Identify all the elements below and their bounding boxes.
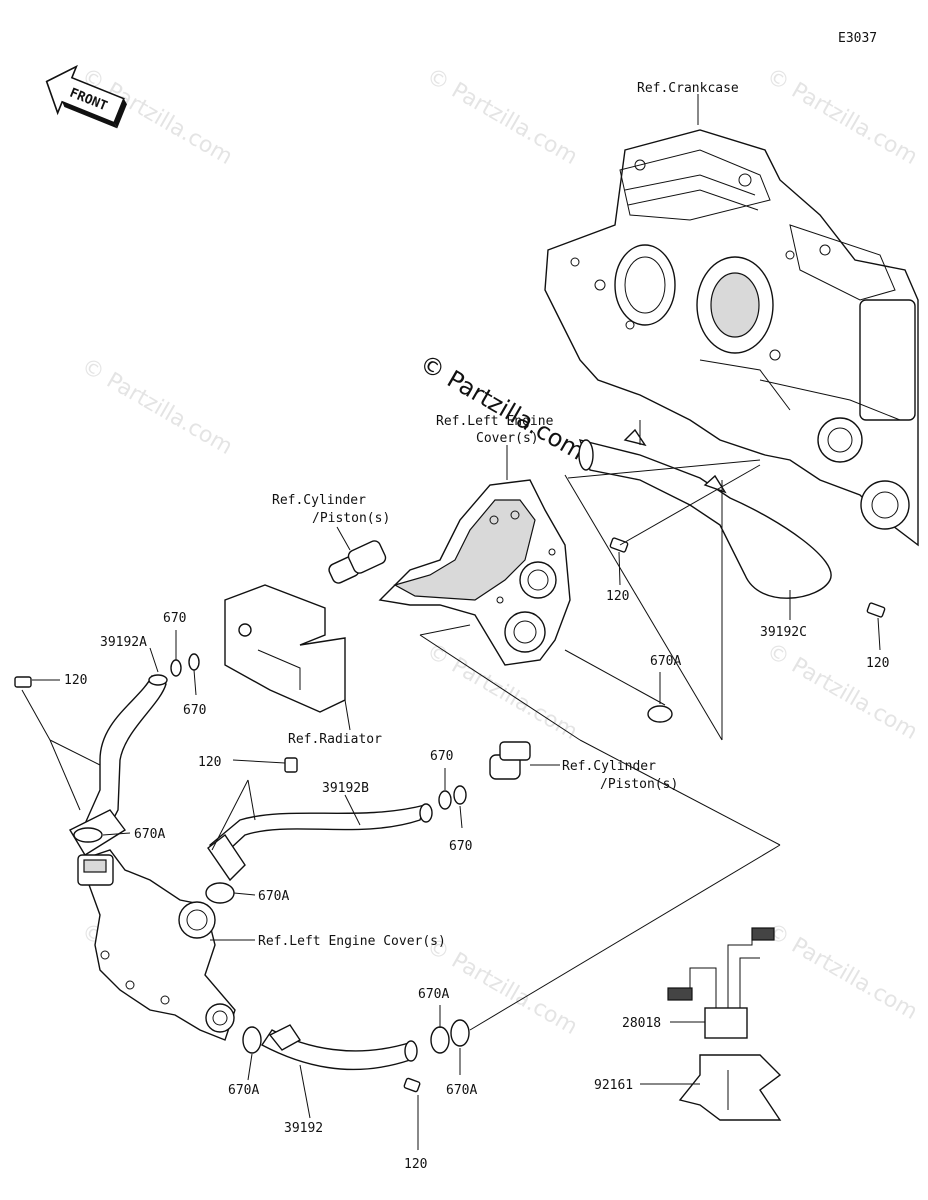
part-number-28018: 28018 [622,1016,661,1031]
part-number-670a: 670A [258,889,289,904]
radiator-block-illustration [224,584,346,713]
central-watermark: © Partzilla.com [415,349,589,466]
sensor-28018-illustration [667,927,775,1039]
front-direction-arrow-icon: FRONT [45,64,127,129]
label-ref-cylinder-a-2: /Piston(s) [312,511,390,526]
watermark: © Partzilla.com [762,919,922,1026]
diagram-id: E3037 [838,31,877,46]
hose-39192 [260,1024,418,1071]
label-ref-radiator: Ref.Radiator [288,732,382,747]
part-number-120: 120 [64,673,87,688]
label-ref-left-engine-cover-2: Cover(s) [476,431,539,446]
part-number-670a: 670A [418,987,449,1002]
label-ref-cylinder-b: Ref.Cylinder [562,759,656,774]
part-number-670a: 670A [446,1083,477,1098]
label-ref-left-engine-cover-b: Ref.Left Engine Cover(s) [258,934,446,949]
cylinder-fitting-b [489,741,531,780]
crankcase-illustration [544,129,919,547]
part-number-39192c: 39192C [760,625,807,640]
part-number-92161: 92161 [594,1078,633,1093]
watermark: © Partzilla.com [762,639,922,746]
part-number-120: 120 [198,755,221,770]
watermark: © Partzilla.com [77,354,237,461]
part-number-120: 120 [606,589,629,604]
part-number-120: 120 [866,656,889,671]
part-number-39192: 39192 [284,1121,323,1136]
watermark: © Partzilla.com [422,64,582,171]
part-number-120: 120 [404,1157,427,1172]
part-number-39192b: 39192B [322,781,369,796]
part-number-670: 670 [430,749,453,764]
label-ref-left-engine-cover: Ref.Left Engine [436,414,554,429]
label-ref-crankcase: Ref.Crankcase [637,81,739,96]
label-ref-cylinder-a: Ref.Cylinder [272,493,366,508]
o-ring-group [73,653,673,1054]
leader-lines [21,94,881,1150]
watermark: © Partzilla.com [762,64,922,171]
left-engine-cover-illustration [378,479,571,666]
hose-39192b [207,803,433,882]
part-number-670a: 670A [134,827,165,842]
part-number-670: 670 [449,839,472,854]
left-engine-cover-b-illustration [77,849,236,1041]
part-number-670a: 670A [650,654,681,669]
label-ref-cylinder-b-2: /Piston(s) [600,777,678,792]
pad-92161 [678,1054,782,1121]
cylinder-fitting-a [328,540,387,584]
part-number-670: 670 [183,703,206,718]
bolt-group [14,537,886,1093]
part-number-39192a: 39192A [100,635,147,650]
part-number-670: 670 [163,611,186,626]
part-number-670a: 670A [228,1083,259,1098]
